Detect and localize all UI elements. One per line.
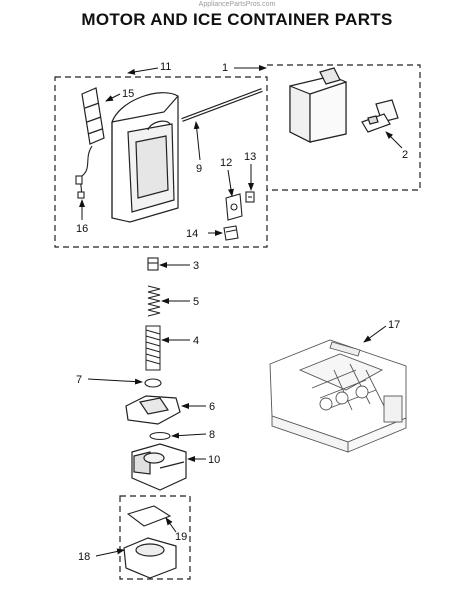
- part-14-switch: [223, 225, 239, 241]
- callout-16: 16: [76, 223, 88, 235]
- callout-12: 12: [220, 157, 232, 169]
- callout-17: 17: [388, 319, 400, 331]
- assembly-box-18: [119, 495, 191, 580]
- part-2-bracket: [361, 113, 391, 133]
- watermark: AppliancePartsPros.com: [198, 1, 276, 8]
- part-13-clip: [245, 191, 255, 203]
- callout-8: 8: [209, 429, 215, 441]
- part-18-base: [123, 537, 177, 579]
- part-7-washer: [144, 378, 162, 388]
- part-19-gasket: [126, 505, 172, 527]
- callout-19: 19: [175, 531, 187, 543]
- callout-9: 9: [196, 163, 202, 175]
- part-10-motor: [131, 443, 187, 491]
- part-17-ice-maker: [269, 339, 407, 453]
- part-9-rod: [181, 88, 263, 122]
- assembly-box-1: [267, 64, 421, 191]
- callout-15: 15: [122, 88, 134, 100]
- part-4-auger: [145, 325, 161, 371]
- part-1-ice-container: [289, 67, 399, 143]
- callout-10: 10: [208, 454, 220, 466]
- part-11-housing: [111, 92, 179, 223]
- callout-1: 1: [222, 62, 228, 74]
- assembly-box-11: [54, 76, 268, 248]
- callout-14: 14: [186, 228, 198, 240]
- callout-3: 3: [193, 260, 199, 272]
- callout-5: 5: [193, 296, 199, 308]
- part-12-bracket: [225, 193, 243, 221]
- page-title: MOTOR AND ICE CONTAINER PARTS: [81, 10, 393, 29]
- callout-4: 4: [193, 335, 199, 347]
- callout-13: 13: [244, 151, 256, 163]
- part-3-coupling: [147, 257, 159, 271]
- part-6-motor-cover: [125, 395, 181, 425]
- callout-7: 7: [76, 374, 82, 386]
- part-8-gasket: [149, 431, 171, 441]
- leader-lines: [79, 65, 403, 557]
- callout-6: 6: [209, 401, 215, 413]
- callout-2: 2: [402, 149, 408, 161]
- part-5-spring: [147, 285, 161, 317]
- callout-numbers: 1 2 3 4 5 6 7 8 9 10 11 12 13 14 15 16 1…: [76, 61, 408, 563]
- callout-18: 18: [78, 551, 90, 563]
- part-15-panel: [81, 87, 105, 145]
- part-16-wire-sensor: [75, 145, 93, 199]
- callout-11: 11: [160, 61, 171, 73]
